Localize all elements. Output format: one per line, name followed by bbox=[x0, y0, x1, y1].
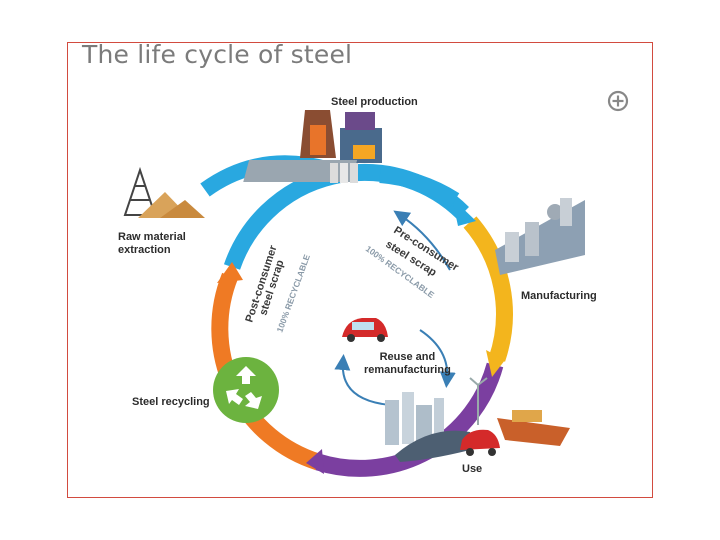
reuse-car-illustration bbox=[342, 318, 388, 342]
ring-segment-yellow bbox=[463, 216, 513, 362]
use-illustration bbox=[385, 377, 570, 462]
pre-consumer-arrow bbox=[393, 210, 451, 271]
manufacturing-illustration bbox=[495, 198, 585, 275]
steel-production-illustration bbox=[243, 110, 382, 183]
ring-arrow-orange bbox=[217, 262, 243, 283]
stage-label-reuse: Reuse and remanufacturing bbox=[364, 351, 451, 376]
raw-material-illustration bbox=[123, 166, 205, 218]
stage-label-steel-production: Steel production bbox=[331, 96, 418, 108]
stage-label-manufacturing: Manufacturing bbox=[521, 290, 597, 302]
zoom-in-icon[interactable] bbox=[606, 89, 630, 113]
reuse-arrow-left bbox=[334, 354, 391, 406]
post-consumer-label: Post-consumer steel scrap 100% RECYCLABL… bbox=[243, 243, 312, 333]
outer-arc-blue-2 bbox=[379, 167, 460, 207]
ring-arrow-purple bbox=[306, 449, 324, 474]
ring-arrow-blue bbox=[452, 198, 476, 226]
ring-arrow-yellow bbox=[486, 350, 505, 377]
pre-consumer-label: Pre-consumer steel scrap 100% RECYCLABLE bbox=[364, 224, 461, 300]
stage-label-raw-material: Raw material extraction bbox=[118, 231, 186, 256]
stage-label-steel-recycling: Steel recycling bbox=[132, 396, 210, 408]
recycle-icon bbox=[213, 357, 279, 423]
reuse-arrow-right bbox=[419, 329, 456, 388]
page-title: The life cycle of steel bbox=[82, 40, 353, 69]
stage-label-use: Use bbox=[462, 463, 483, 475]
